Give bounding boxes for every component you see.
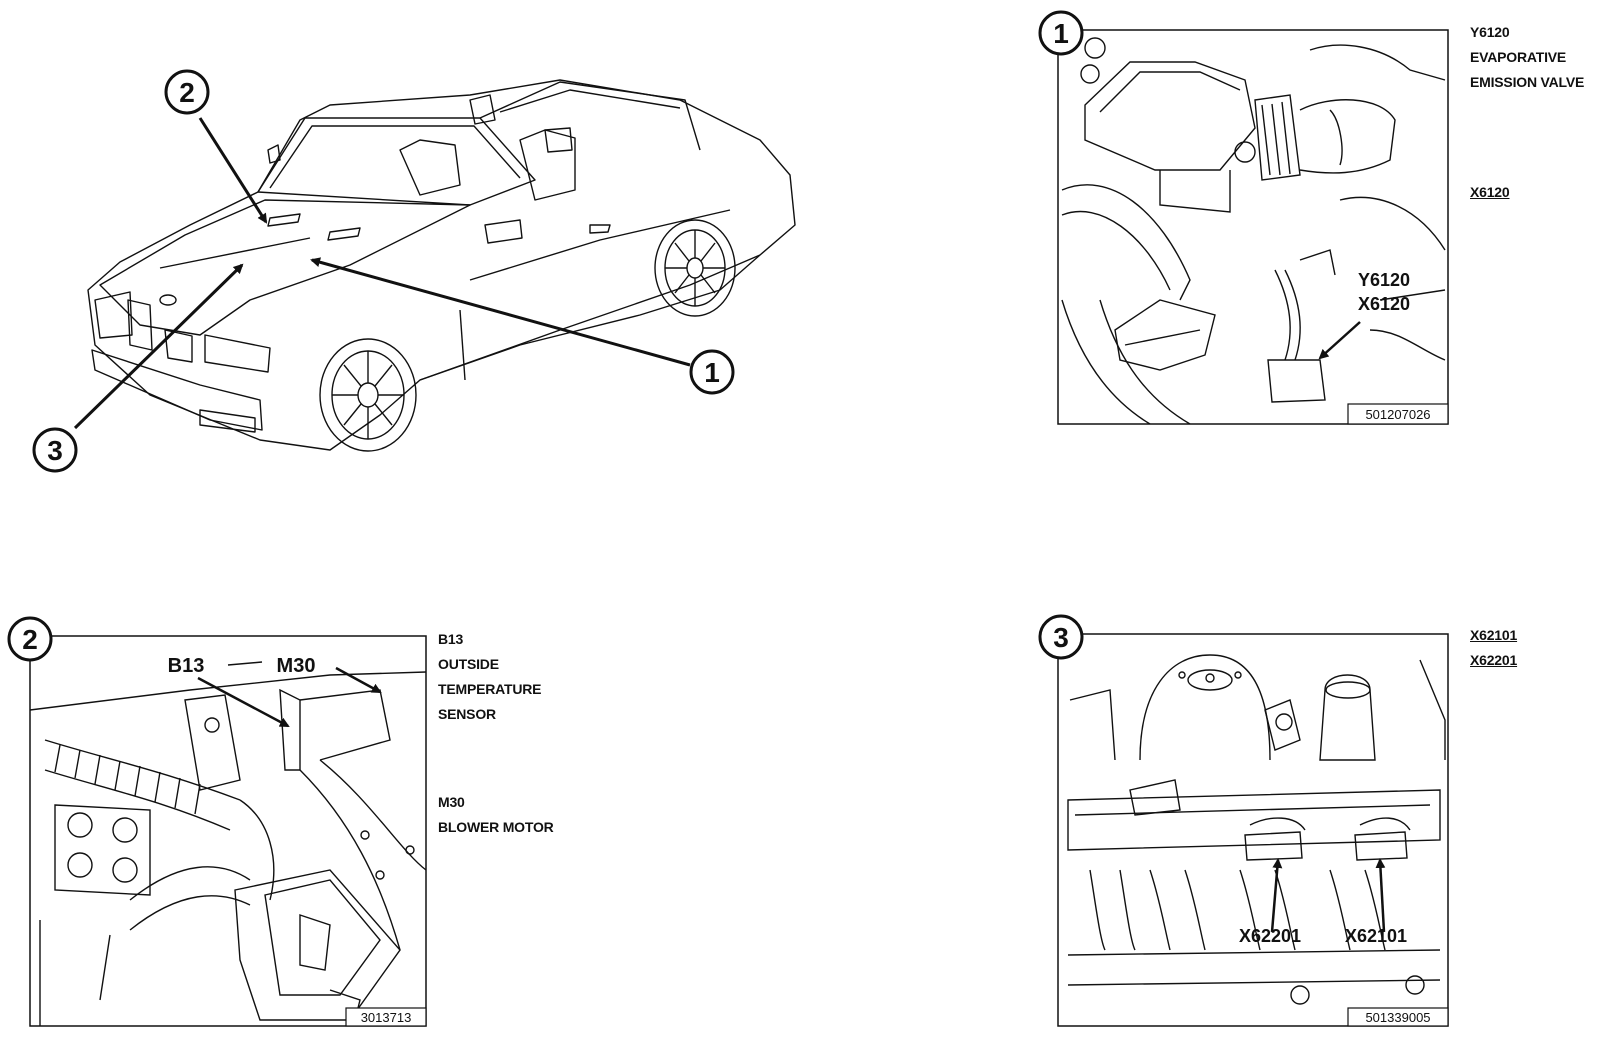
callout-3: 3 (32, 427, 78, 473)
legend-connector-x62101: X62101 (1470, 627, 1518, 643)
legend-b13-line1: OUTSIDE (438, 656, 499, 672)
view-1-label-x6120: X6120 (1358, 294, 1410, 314)
view-1-arrow (1318, 321, 1361, 360)
svg-text:1: 1 (1053, 18, 1069, 49)
view-3-image-id: 501339005 (1365, 1010, 1430, 1025)
view-2-number: 2 (7, 616, 53, 662)
legend-connector-x62201: X62201 (1470, 652, 1518, 668)
view-2-label-b13: B13 (168, 655, 205, 677)
callout-arrows (73, 117, 691, 430)
svg-text:3: 3 (1053, 622, 1069, 653)
legend-code-b13: B13 (438, 631, 464, 647)
callout-2: 2 (164, 69, 210, 115)
legend-b13-line2: TEMPERATURE (438, 681, 542, 697)
view-2-image-id: 3013713 (361, 1010, 412, 1025)
view-1-legend: Y6120 EVAPORATIVE EMISSION VALVE (1470, 20, 1584, 95)
callout-1: 1 (689, 349, 735, 395)
view-3-engine-drawing (1067, 654, 1446, 1005)
view-3-arrow-x62101 (1375, 858, 1386, 933)
legend-m30-line1: BLOWER MOTOR (438, 819, 554, 835)
svg-text:2: 2 (179, 77, 195, 108)
legend-name-line1: EVAPORATIVE (1470, 49, 1567, 65)
legend-name-line2: EMISSION VALVE (1470, 74, 1585, 90)
view-1-engine-drawing (1061, 37, 1446, 425)
view-3-arrow-x62201 (1270, 858, 1283, 933)
view-3-legend: X62101 X62201 (1470, 623, 1517, 673)
svg-text:1: 1 (704, 357, 720, 388)
view-3-label-x62101: X62101 (1345, 926, 1407, 946)
view-2-arrow-m30 (335, 666, 382, 694)
view-2-label-m30: M30 (277, 655, 316, 677)
svg-text:3: 3 (47, 435, 63, 466)
svg-text:2: 2 (22, 624, 38, 655)
view-1-label-y6120: Y6120 (1358, 270, 1410, 290)
view-2-engine-drawing (29, 671, 427, 1026)
view-2-panel: B13 M30 3013713 2 (7, 616, 427, 1027)
view-2-legend-m30: M30 BLOWER MOTOR (438, 790, 554, 840)
car-illustration (87, 79, 796, 452)
view-1-image-id: 501207026 (1365, 407, 1430, 422)
view-3-label-x62201: X62201 (1239, 926, 1301, 946)
legend-connector-x6120: X6120 (1470, 184, 1510, 200)
view-1-number: 1 (1038, 10, 1084, 56)
legend-code-m30: M30 (438, 794, 465, 810)
view-3-number: 3 (1038, 614, 1084, 660)
view-3-panel: X62201 X62101 501339005 3 (1038, 614, 1449, 1027)
legend-b13-line3: SENSOR (438, 706, 496, 722)
legend-code-y6120: Y6120 (1470, 24, 1510, 40)
view-1-panel: Y6120 X6120 501207026 1 (1038, 10, 1449, 425)
view-2-legend: B13 OUTSIDE TEMPERATURE SENSOR (438, 627, 542, 727)
view-2-arrow-b13 (197, 676, 290, 728)
